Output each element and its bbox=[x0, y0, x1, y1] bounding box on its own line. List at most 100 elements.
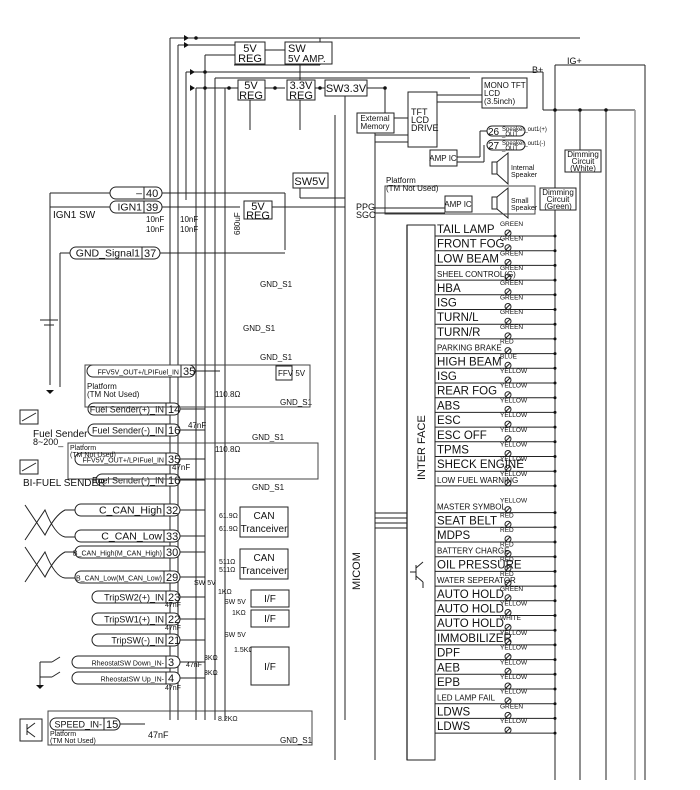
amp-ic-2 bbox=[444, 195, 473, 213]
gnd-s1-label5: GND_S1 bbox=[252, 433, 285, 442]
indicator-label: ESC bbox=[437, 415, 461, 427]
connector-label: RheostatSW Down_IN- bbox=[92, 661, 165, 668]
cap-47nf-rheo2: 47nF bbox=[165, 685, 181, 692]
indicator-color: WHITE bbox=[500, 615, 522, 622]
connector-pin: 4 bbox=[168, 673, 174, 685]
lamp-icon bbox=[504, 726, 512, 734]
connector-29: B_CAN_Low(M_CAN_Low)29 bbox=[74, 570, 205, 584]
ext-mem-label: External bbox=[360, 114, 390, 123]
platform-box-speed bbox=[47, 710, 313, 746]
cap-10nf-label3: 10nF bbox=[180, 215, 198, 224]
platform-speed-label2: (TM Not Used) bbox=[50, 738, 96, 745]
sw5v-label-b: SW 5V bbox=[224, 599, 246, 606]
indicator-label: FRONT FOG bbox=[437, 239, 505, 251]
indicator-label: IMMOBILIZER bbox=[437, 633, 512, 645]
lamp-icon bbox=[504, 535, 512, 543]
connector-33: C_CAN_Low 33 bbox=[74, 529, 205, 543]
indicator-color: YELLOW bbox=[500, 383, 528, 390]
twisted-pair-icon bbox=[24, 504, 75, 583]
diode-icons bbox=[184, 35, 387, 91]
mono-lcd-label3: (3.5inch) bbox=[484, 97, 515, 106]
lamp-icon bbox=[504, 564, 512, 572]
connector-3: RheostatSW Down_IN-3 bbox=[71, 655, 205, 669]
r-110-label2: 110.8Ω bbox=[215, 445, 240, 454]
ig-plus-label: IG+ bbox=[567, 56, 582, 66]
indicator-color: RED bbox=[500, 339, 514, 346]
platform-box-bifuel bbox=[67, 442, 319, 480]
small-speaker-label2: Speaker bbox=[511, 205, 538, 212]
r-3k-label2: 3KΩ bbox=[204, 670, 218, 677]
connector-pin: 33 bbox=[166, 531, 178, 543]
pin-27-label: 27 bbox=[488, 141, 500, 152]
connector-pin: 29 bbox=[166, 572, 178, 584]
interface-label: INTER FACE bbox=[416, 415, 428, 480]
lamp-icon bbox=[504, 682, 512, 690]
cap-10nf-label2: 10nF bbox=[146, 225, 164, 234]
connector-label: C_CAN_Low bbox=[101, 531, 162, 543]
r-619-label: 61.9Ω bbox=[219, 513, 238, 520]
dimming-circuit-white bbox=[564, 149, 602, 173]
connector-label: Fuel Sender(-)_IN bbox=[92, 476, 164, 486]
lamp-icon bbox=[504, 405, 512, 413]
indicator-color: YELLOW bbox=[500, 718, 528, 725]
platform-bifuel-label: Platform bbox=[70, 445, 96, 452]
gnd-s1-label2: GND_S1 bbox=[243, 324, 276, 333]
lamp-icon bbox=[504, 594, 512, 602]
r-3k-label: 3KΩ bbox=[204, 655, 218, 662]
indicator-label: AEB bbox=[437, 662, 460, 674]
dimming-white-label: Dimming bbox=[567, 150, 599, 159]
indicator-label: WATER SEPERATOR bbox=[437, 576, 516, 585]
lamp-icon bbox=[504, 450, 512, 457]
cap-680uf-label: 680uF bbox=[233, 212, 242, 235]
lamp-icon bbox=[504, 288, 512, 296]
ffv5v-label: FFV 5V bbox=[278, 369, 306, 378]
lamp-icon bbox=[504, 229, 512, 237]
connector-label: FFV5V_OUT+/LPIFuel_IN bbox=[82, 458, 164, 465]
reg-5v-top bbox=[234, 41, 266, 65]
sw-3v3-label: SW3.3V bbox=[326, 83, 367, 95]
interface-block bbox=[406, 224, 436, 761]
internal-speaker-label2: Speaker bbox=[511, 172, 538, 179]
lamp-icon bbox=[504, 361, 512, 369]
platform-speed-label: Platform bbox=[50, 731, 76, 738]
indicator-label: TAIL LAMP bbox=[437, 224, 495, 236]
indicator-color: YELLOW bbox=[500, 689, 528, 696]
lamp-icon bbox=[504, 376, 512, 384]
indicator-color: YELLOW bbox=[500, 412, 528, 419]
cap-47nf-label2: 47nF bbox=[172, 463, 190, 472]
indicator-label: LOW BEAM bbox=[437, 253, 499, 265]
tft-drive-label: TFT bbox=[411, 107, 428, 117]
micom-label: MICOM bbox=[351, 552, 363, 590]
if-1-label: I/F bbox=[264, 594, 276, 605]
connector-pin: 40 bbox=[146, 188, 158, 200]
connector-pin: 15 bbox=[106, 719, 118, 731]
connector-pin: 32 bbox=[166, 505, 178, 517]
reg-5v-low bbox=[243, 200, 273, 220]
internal-speaker-label: Internal bbox=[511, 165, 535, 172]
dimming-green-label3: (Green) bbox=[544, 202, 572, 211]
lamp-icon bbox=[504, 711, 512, 719]
reg-3v3-label: 3.3V bbox=[290, 80, 313, 92]
lamp-icon bbox=[504, 391, 512, 399]
indicator-color: RED bbox=[500, 527, 514, 534]
indicator-label: LDWS bbox=[437, 706, 471, 718]
mono-tft-lcd bbox=[481, 77, 528, 109]
indicator-label: HIGH BEAM bbox=[437, 356, 502, 368]
sw-5v bbox=[292, 172, 329, 189]
connector-pin: 35 bbox=[183, 366, 195, 378]
reg-5v-mid-label2: REG bbox=[239, 90, 263, 102]
